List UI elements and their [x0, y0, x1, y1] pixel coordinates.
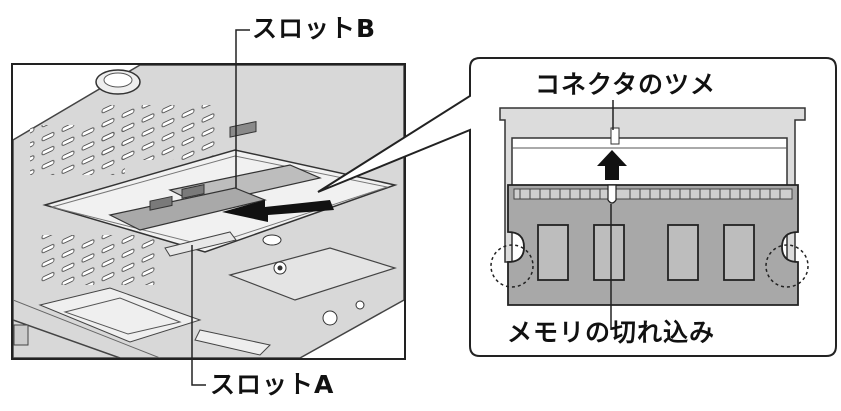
memory-chip	[537, 224, 569, 281]
memory-notch	[607, 184, 617, 204]
memory-chip	[593, 224, 625, 281]
port-area	[38, 287, 202, 343]
leader-line-slot-b	[235, 29, 250, 188]
label-memory-notch: メモリの切れ込み	[507, 318, 716, 347]
leader-line-slot-a	[191, 245, 206, 386]
slot-connector	[499, 107, 806, 263]
insert-arrow	[222, 200, 334, 222]
label-slot-a: スロットA	[210, 370, 335, 399]
latch-highlight	[490, 244, 534, 288]
up-arrow	[597, 150, 627, 180]
vent-grille	[40, 235, 160, 285]
vent-grille	[100, 105, 220, 160]
memory-chip	[667, 224, 699, 281]
connector-tab	[610, 127, 620, 145]
memory-chip	[723, 224, 755, 281]
label-slot-b: スロットB	[252, 14, 377, 43]
laptop-panel	[11, 63, 406, 360]
memory-module	[507, 184, 799, 306]
callout-panel	[317, 57, 837, 357]
latch-highlight	[765, 244, 809, 288]
label-connector-tab: コネクタのツメ	[535, 70, 717, 99]
screw-cover	[228, 247, 398, 301]
